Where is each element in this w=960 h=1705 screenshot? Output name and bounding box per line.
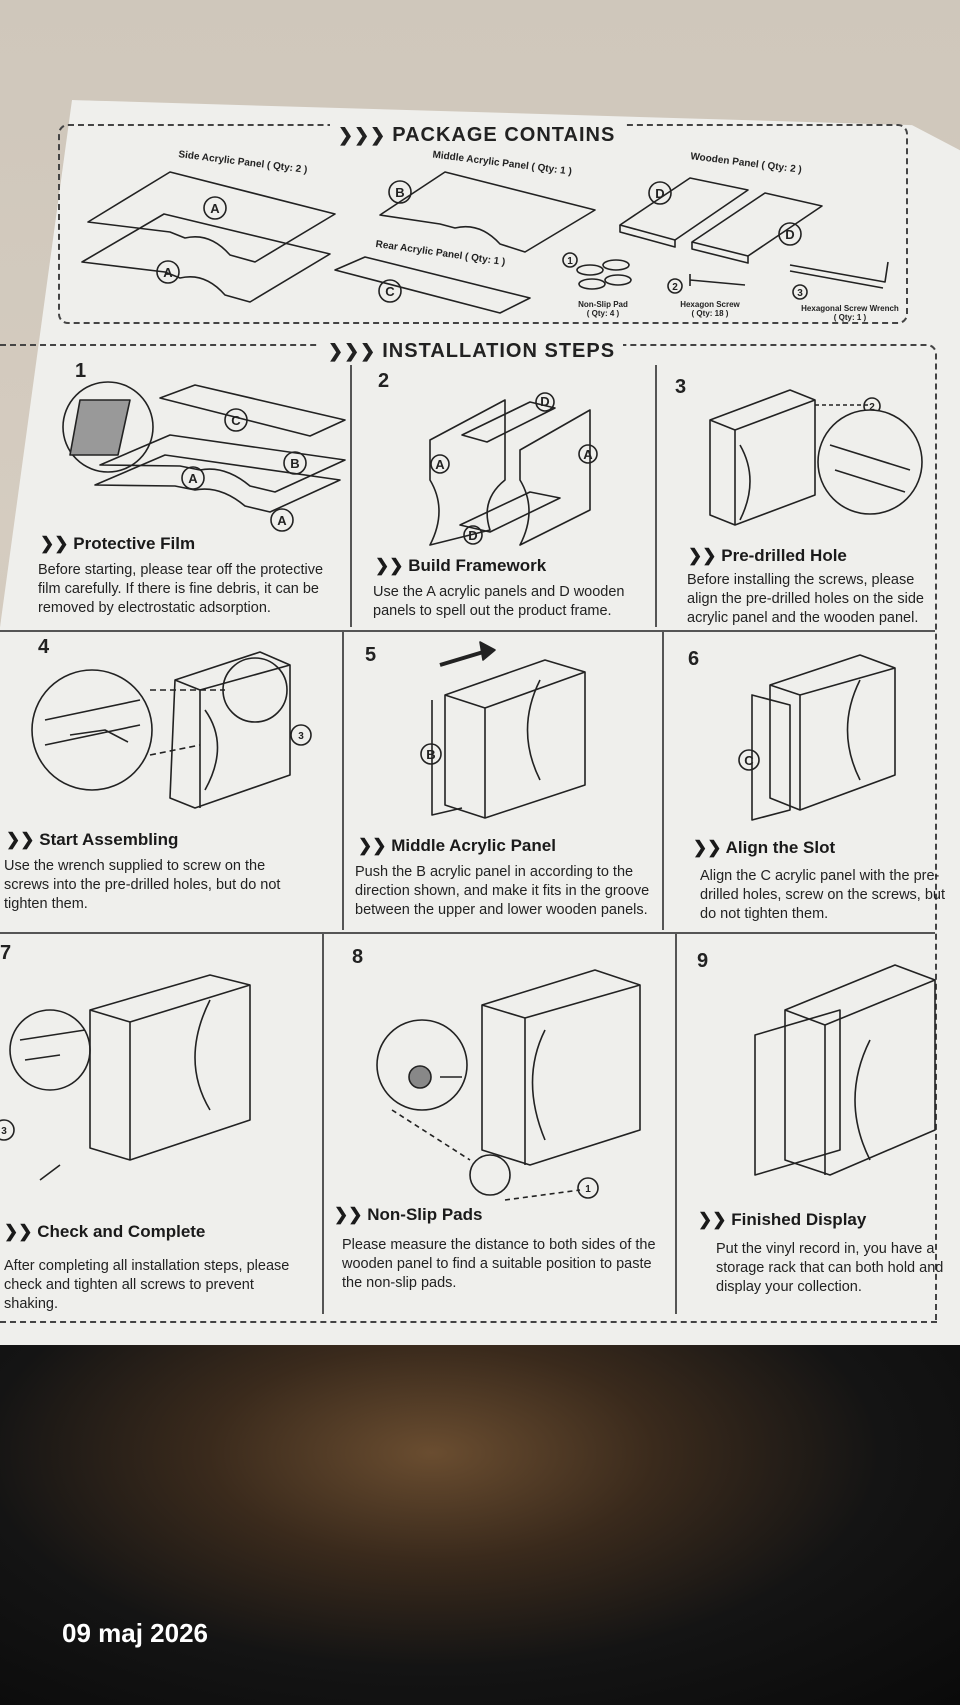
svg-text:C: C: [231, 413, 241, 428]
rear-acrylic-panel-icon: [334, 256, 531, 314]
step-description: Before installing the screws, please ali…: [687, 572, 924, 626]
svg-text:A: A: [277, 513, 287, 528]
step-description: Use the wrench supplied to screw on the …: [4, 858, 281, 912]
step2-illustration: [429, 392, 598, 546]
svg-text:3: 3: [298, 731, 304, 742]
step5-illustration: [420, 641, 586, 819]
step-number: 4: [38, 636, 50, 658]
grid-divider: [662, 632, 664, 930]
package-contains-title: ❯❯❯PACKAGE CONTAINS: [330, 124, 624, 147]
svg-text:D: D: [785, 227, 794, 242]
svg-text:2: 2: [869, 402, 875, 413]
chevrons-icon: ❯❯❯: [338, 125, 387, 145]
step-title: ❯❯ Protective Film: [40, 534, 196, 553]
svg-text:C: C: [385, 284, 395, 299]
wooden-panel-icon: [619, 177, 823, 264]
svg-text:A: A: [583, 447, 593, 462]
step9-illustration: [754, 964, 936, 1176]
chevrons-icon: ❯❯❯: [328, 341, 377, 361]
svg-text:A: A: [435, 457, 445, 472]
step-title: ❯❯ Finished Display: [698, 1210, 867, 1229]
step3-illustration: [709, 389, 923, 526]
grid-divider: [0, 630, 935, 632]
svg-text:D: D: [468, 528, 477, 543]
svg-text:C: C: [744, 753, 754, 768]
step-number: 8: [352, 946, 364, 968]
svg-text:A: A: [210, 201, 220, 216]
step-number: 1: [75, 360, 87, 382]
step1-illustration: [62, 381, 346, 532]
step-title: ❯❯ Check and Complete: [4, 1222, 206, 1241]
step-description: Put the vinyl record in, you have a stor…: [716, 1241, 944, 1295]
floor-background: [0, 1345, 960, 1705]
svg-text:B: B: [426, 747, 435, 762]
grid-divider: [655, 365, 657, 627]
svg-text:3: 3: [797, 288, 803, 299]
step-title: ❯❯ Middle Acrylic Panel: [358, 836, 556, 855]
step-title: ❯❯ Pre-drilled Hole: [688, 546, 847, 565]
svg-text:2: 2: [672, 282, 678, 293]
grid-divider: [0, 932, 935, 934]
svg-text:D: D: [655, 186, 664, 201]
step-number: 7: [0, 942, 12, 964]
step-number: 2: [378, 370, 390, 392]
svg-text:D: D: [540, 394, 549, 409]
step-description: Please measure the distance to both side…: [342, 1237, 656, 1291]
step-description: Use the A acrylic panels and D wooden pa…: [373, 584, 625, 619]
step8-illustration: [376, 969, 641, 1201]
non-slip-pad-icon: [562, 252, 632, 290]
step-number: 6: [688, 648, 700, 670]
step-description: Push the B acrylic panel in according to…: [355, 864, 650, 918]
grid-divider: [322, 934, 324, 1314]
svg-text:1: 1: [567, 256, 573, 267]
hardware-label: Hexagonal Screw Wrench( Qty: 1 ): [801, 304, 899, 322]
installation-steps-title: ❯❯❯INSTALLATION STEPS: [320, 340, 624, 363]
svg-text:B: B: [395, 185, 404, 200]
svg-text:A: A: [188, 471, 198, 486]
package-title-text: PACKAGE CONTAINS: [392, 124, 616, 146]
screw-wrench-icon: [789, 261, 889, 300]
grid-divider: [342, 632, 344, 930]
grid-divider: [675, 934, 677, 1314]
step-description: Before starting, please tear off the pro…: [38, 562, 324, 616]
installation-title-text: INSTALLATION STEPS: [382, 340, 616, 362]
svg-text:A: A: [163, 265, 173, 280]
step7-illustration: [0, 974, 251, 1181]
step-number: 9: [697, 950, 709, 972]
step-description: Align the C acrylic panel with the pre-d…: [700, 868, 945, 922]
svg-text:3: 3: [1, 1126, 7, 1137]
side-acrylic-panel-icon: [81, 171, 336, 303]
step-title: ❯❯ Align the Slot: [693, 838, 836, 857]
svg-text:B: B: [290, 456, 299, 471]
step6-illustration: [738, 654, 896, 821]
step-description: After completing all installation steps,…: [4, 1258, 290, 1312]
middle-acrylic-panel-icon: [379, 171, 596, 253]
step-title: ❯❯ Build Framework: [375, 556, 547, 575]
hardware-label: Non-Slip Pad( Qty: 4 ): [578, 300, 628, 318]
hardware-label: Hexagon Screw( Qty: 18 ): [680, 300, 740, 318]
hexagon-screw-icon: [667, 274, 746, 294]
step-title: ❯❯ Start Assembling: [6, 830, 179, 849]
step4-illustration: [31, 651, 312, 809]
step-number: 3: [675, 376, 687, 398]
svg-text:1: 1: [585, 1184, 591, 1195]
photo-date-stamp: 09 maj 2026: [62, 1618, 209, 1648]
grid-divider: [350, 365, 352, 627]
step-title: ❯❯ Non-Slip Pads: [334, 1205, 483, 1224]
step-number: 5: [365, 644, 377, 666]
